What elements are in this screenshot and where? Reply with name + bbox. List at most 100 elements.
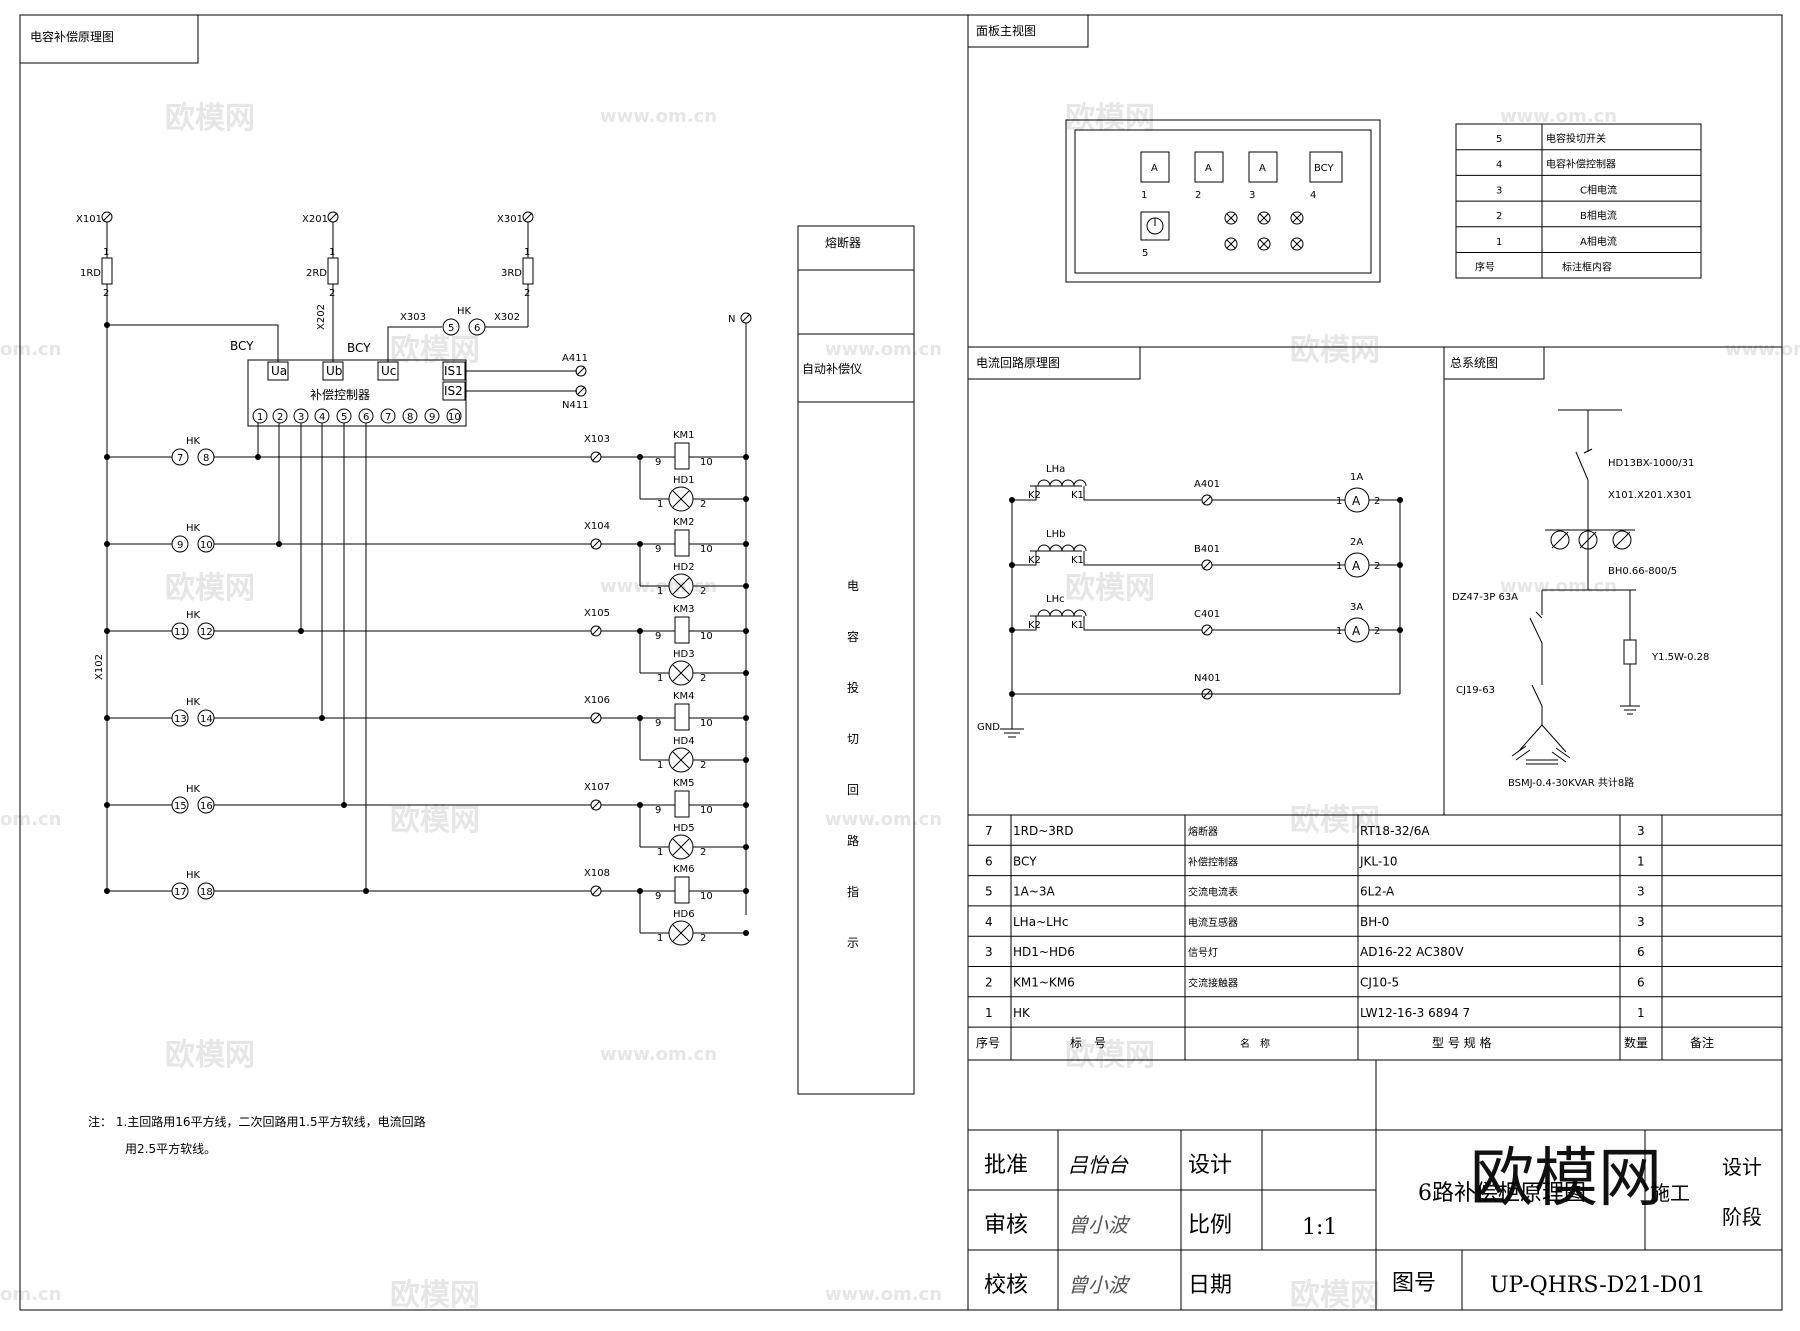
hk-label: HK xyxy=(457,306,472,317)
watermark-url: www.om.cn xyxy=(600,1044,717,1065)
hk-label: HK xyxy=(186,610,201,621)
svg-text:9: 9 xyxy=(655,891,661,902)
watermark-logo: 欧模网 xyxy=(165,571,255,606)
watermark-logo: 欧模网 xyxy=(1290,333,1380,368)
label-check: 校核 xyxy=(984,1273,1028,1298)
wire-label: X103 xyxy=(584,434,610,445)
svg-text:9: 9 xyxy=(655,631,661,642)
svg-text:18: 18 xyxy=(200,887,213,898)
svg-text:K1: K1 xyxy=(1071,490,1084,501)
section-title: 总系统图 xyxy=(1450,356,1498,370)
label-approve: 批准 xyxy=(984,1153,1028,1178)
lamp-label: HD6 xyxy=(673,909,695,920)
hk-label: HK xyxy=(186,784,201,795)
svg-text:IS2: IS2 xyxy=(444,384,463,398)
svg-text:15: 15 xyxy=(174,801,187,812)
svg-text:2: 2 xyxy=(1374,626,1380,637)
svg-text:1: 1 xyxy=(657,586,663,597)
legend-text: B相电流 xyxy=(1580,209,1617,222)
contactor-label: KM1 xyxy=(673,430,695,441)
svg-text:2: 2 xyxy=(103,288,109,299)
svg-text:1: 1 xyxy=(103,247,109,258)
bom-number: 6 xyxy=(985,854,993,868)
svg-text:10: 10 xyxy=(700,457,713,468)
controller-pin xyxy=(424,408,440,424)
bom-code: KM1~KM6 xyxy=(1013,976,1075,990)
legend-text: C相电流 xyxy=(1580,183,1617,196)
signature-approve: 吕怡台 xyxy=(1068,1153,1129,1177)
controller-pin xyxy=(446,408,462,424)
lamp-label: HD5 xyxy=(673,823,695,834)
stage-value: 施工 xyxy=(1650,1181,1690,1205)
svg-text:1: 1 xyxy=(1336,626,1342,637)
bom-spec: RT18-32/6A xyxy=(1360,824,1430,838)
controller-pin-number: 9 xyxy=(429,412,435,423)
bom-qty: 3 xyxy=(1637,824,1645,838)
section-title: 电容补偿原理图 xyxy=(30,29,114,44)
arrester-label: Y1.5W-0.28 xyxy=(1651,652,1709,663)
bom-qty: 6 xyxy=(1637,976,1645,990)
svg-text:8: 8 xyxy=(203,453,209,464)
svg-text:9: 9 xyxy=(177,540,183,551)
bom-header-row: 序号标 号名 称型 号 规 格数量备注 xyxy=(976,1035,1714,1050)
strip-vertical-char: 容 xyxy=(847,629,859,644)
watermark-logo: 欧模网 xyxy=(1065,101,1155,136)
wire-label: X106 xyxy=(584,695,610,706)
watermark-logo: 欧模网 xyxy=(165,1038,255,1073)
svg-text:12: 12 xyxy=(200,627,213,638)
bom-code: 标 号 xyxy=(1070,1036,1106,1050)
system-diagram: 总系统图 HD13BX-1000/31 X101.X201.X301 BH0.6… xyxy=(1443,346,1709,789)
controller-pin xyxy=(272,408,288,424)
lamp-label: HD3 xyxy=(673,649,695,660)
ammeter-label: 1A xyxy=(1350,472,1363,483)
controller-pin-number: 1 xyxy=(257,412,263,423)
bom-number: 4 xyxy=(985,915,993,929)
watermark-cn: om.cn xyxy=(0,809,61,830)
controller-pin-number: 7 xyxy=(385,412,391,423)
wire-label: X107 xyxy=(584,782,610,793)
bom-code: HK xyxy=(1013,1006,1031,1020)
svg-text:IS1: IS1 xyxy=(444,364,463,378)
svg-text:1: 1 xyxy=(657,760,663,771)
bom-qty: 1 xyxy=(1637,1006,1645,1020)
strip-vertical-char: 电 xyxy=(847,579,859,593)
svg-text:2: 2 xyxy=(700,847,706,858)
svg-text:10: 10 xyxy=(700,805,713,816)
contactor-label: KM3 xyxy=(673,604,695,615)
svg-text:2: 2 xyxy=(700,933,706,944)
contactor-coil xyxy=(674,529,690,557)
contactor-coil xyxy=(674,703,690,731)
meter-symbol: A xyxy=(1151,163,1158,174)
terminal-label: X301 xyxy=(497,214,523,225)
lamp-label: HD1 xyxy=(673,475,695,486)
svg-text:2: 2 xyxy=(524,288,530,299)
svg-text:2: 2 xyxy=(1374,561,1380,572)
legend-text: 电容补偿控制器 xyxy=(1546,158,1616,171)
lamp-label: HD4 xyxy=(673,736,695,747)
main-breaker-label: HD13BX-1000/31 xyxy=(1608,458,1694,469)
stage-label-1: 设计 xyxy=(1722,1155,1762,1179)
fuse-3rd: X301 3RD 12 xyxy=(497,211,534,327)
ct-label: LHb xyxy=(1046,529,1065,540)
svg-text:9: 9 xyxy=(655,718,661,729)
legend-number: 3 xyxy=(1496,185,1502,196)
watermark-url: www.om.cn xyxy=(825,1284,942,1305)
hk-label: HK xyxy=(186,697,201,708)
strip-vertical-char: 示 xyxy=(847,936,859,950)
watermark-url: www.om.cn xyxy=(825,339,942,360)
legend-text: 电容投切开关 xyxy=(1546,132,1606,145)
bom-name: 信号灯 xyxy=(1188,947,1218,959)
svg-text:2: 2 xyxy=(329,288,335,299)
svg-text:5: 5 xyxy=(448,323,454,334)
watermark-logo: 欧模网 xyxy=(1065,1038,1155,1073)
contactor-label: KM4 xyxy=(673,691,695,702)
svg-text:10: 10 xyxy=(700,544,713,555)
panel-lamp xyxy=(1224,211,1238,225)
